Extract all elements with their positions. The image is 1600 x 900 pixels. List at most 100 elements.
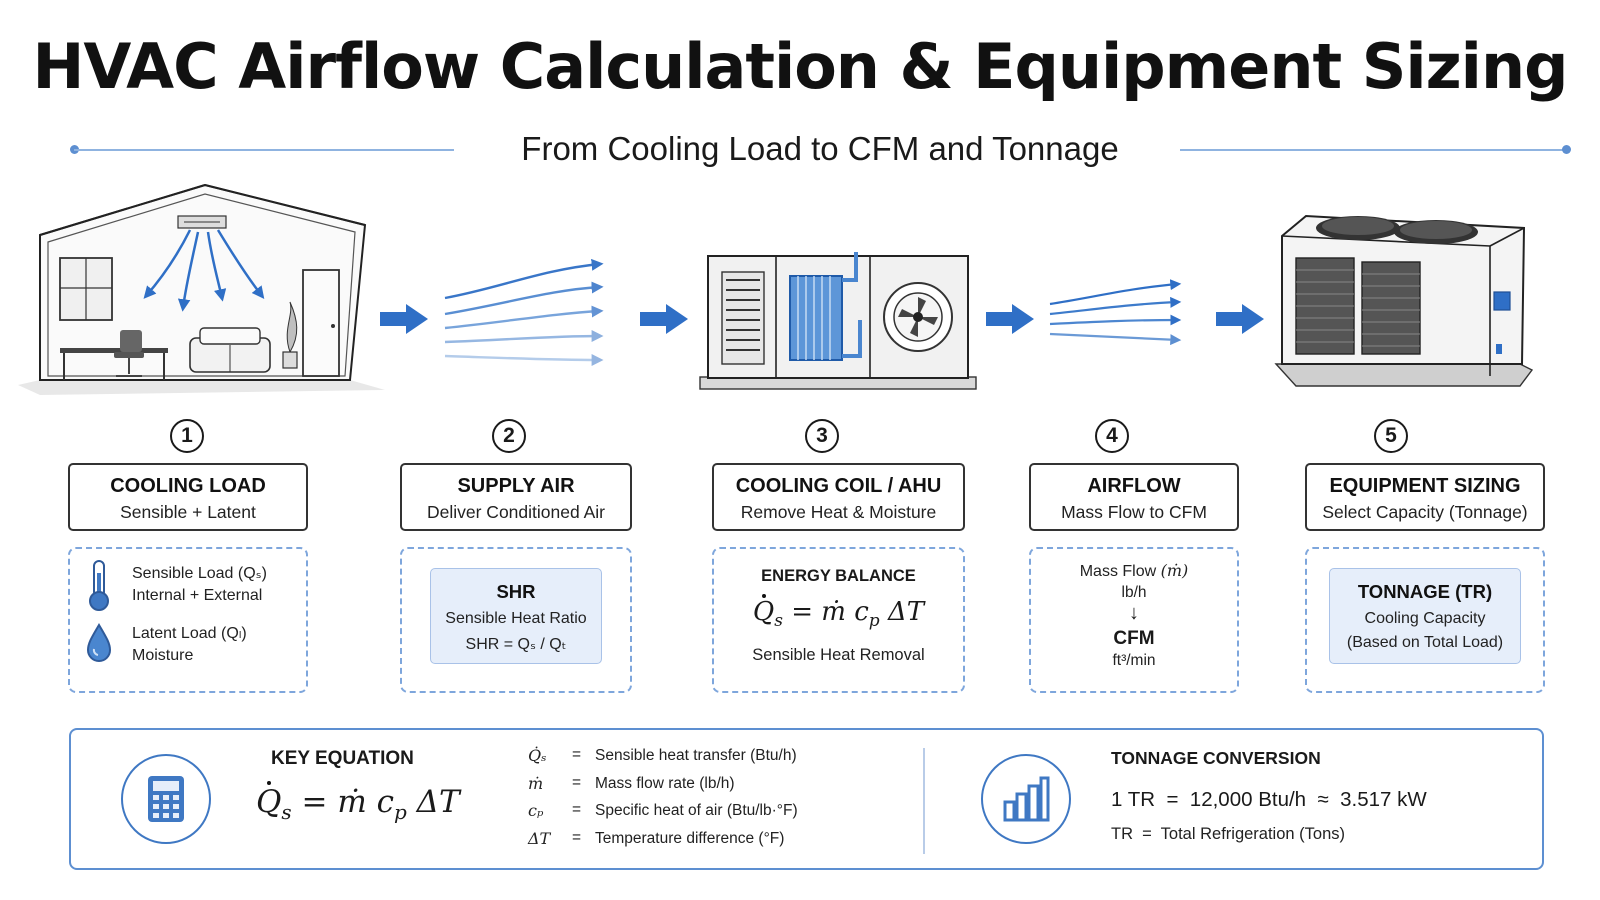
shr-title: SHR: [496, 581, 536, 602]
flow-arrow-3: [986, 304, 1034, 334]
step-header-cooling-load: COOLING LOAD Sensible + Latent: [68, 463, 308, 531]
step-number-2: 2: [492, 419, 526, 453]
shr-line1: Sensible Heat Ratio: [445, 610, 587, 627]
step-header-equipment-sizing: EQUIPMENT SIZING Select Capacity (Tonnag…: [1305, 463, 1545, 531]
flow-arrow-4: [1216, 304, 1264, 334]
subtitle: From Cooling Load to CFM and Tonnage: [521, 130, 1119, 167]
supply-air-streams: [444, 258, 604, 366]
card-cooling-load-details: Sensible Load (Qₛ) Internal + External L…: [68, 547, 308, 693]
definition-row: ṁ = Mass flow rate (lb/h): [528, 772, 908, 800]
key-eq-dt: ΔT: [416, 784, 460, 820]
step-title: EQUIPMENT SIZING: [1329, 475, 1521, 497]
step-subtitle: Remove Heat & Moisture: [740, 502, 937, 522]
energy-balance-caption: Sensible Heat Removal: [752, 646, 925, 664]
definition-symbol: cₚ: [528, 801, 544, 820]
cfm-label: CFM: [1113, 628, 1155, 649]
definition-equals: =: [572, 746, 582, 763]
sensible-load-label: Sensible Load: [132, 565, 234, 582]
step-subtitle: Deliver Conditioned Air: [426, 502, 605, 522]
step-subtitle: Sensible + Latent: [120, 502, 256, 522]
mass-flow-label: Mass Flow: [1079, 563, 1157, 580]
tonnage-conversion-note: TR = Total Refrigeration (Tons): [1111, 825, 1345, 843]
step-header-cooling-coil: COOLING COIL / AHU Remove Heat & Moistur…: [712, 463, 965, 531]
latent-load-label: Latent Load: [132, 625, 217, 642]
condensing-unit-illustration: [1274, 214, 1534, 387]
tonnage-conversion-title: TONNAGE CONVERSION: [1111, 748, 1321, 768]
shr-panel: SHR Sensible Heat Ratio SHR = Qₛ / Qₜ: [430, 568, 602, 664]
definition-row: ΔT = Temperature difference (°F): [528, 827, 908, 855]
panel-divider: [923, 748, 925, 854]
definition-equals: =: [572, 801, 582, 818]
definition-row: Q̇ₛ = Sensible heat transfer (Btu/h): [528, 744, 908, 772]
step-number-4: 4: [1095, 419, 1129, 453]
subtitle-row: From Cooling Load to CFM and Tonnage: [70, 128, 1571, 172]
key-eq-rest: = ṁ c: [301, 784, 394, 820]
eq-p-sub: p: [868, 611, 880, 632]
subtitle-line-right: [1180, 149, 1570, 151]
flow-arrow-1: [380, 304, 428, 334]
definition-symbol: ΔT: [528, 828, 551, 848]
step-subtitle: Select Capacity (Tonnage): [1322, 502, 1528, 522]
thermometer-icon: [89, 560, 109, 611]
key-equation-formula: Qs = ṁ cp ΔT: [256, 781, 460, 825]
step-header-airflow: AIRFLOW Mass Flow to CFM: [1029, 463, 1239, 531]
sensible-load-desc: Internal + External: [132, 587, 263, 604]
key-eq-q-sub: s: [281, 800, 292, 825]
airflow-streams: [1049, 279, 1182, 346]
definition-text: Sensible heat transfer (Btu/h): [595, 747, 797, 764]
latent-load-line: Latent Load (Qₗ): [132, 623, 247, 643]
definition-symbol: ṁ: [528, 773, 544, 793]
mass-flow-symbol: (ṁ): [1160, 561, 1189, 580]
eq-q-sub: s: [774, 611, 783, 632]
flow-arrow-2: [640, 304, 688, 334]
energy-balance-title: ENERGY BALANCE: [761, 567, 916, 585]
eq-rest: = ṁ c: [791, 597, 869, 627]
definition-equals: =: [572, 773, 582, 791]
down-arrow-icon: ↓: [1129, 602, 1139, 624]
definition-row: cₚ = Specific heat of air (Btu/lb·°F): [528, 799, 908, 827]
step-title: AIRFLOW: [1087, 475, 1181, 497]
bar-chart-icon: [1003, 776, 1050, 822]
shr-formula: SHR = Qₛ / Qₜ: [465, 636, 567, 653]
sensible-load-symbol: (Qₛ): [237, 565, 267, 582]
step-header-supply-air: SUPPLY AIR Deliver Conditioned Air: [400, 463, 632, 531]
sensible-load-line: Sensible Load (Qₛ): [132, 563, 267, 583]
ahu-illustration: [699, 252, 977, 390]
step-number-3: 3: [805, 419, 839, 453]
tonnage-line2: (Based on Total Load): [1346, 634, 1504, 651]
variable-definitions: Q̇ₛ = Sensible heat transfer (Btu/h) ṁ =…: [528, 744, 908, 854]
card-airflow-conversion: Mass Flow (ṁ) lb/h ↓ CFM ft³/min: [1029, 547, 1239, 693]
page-title: HVAC Airflow Calculation & Equipment Siz…: [32, 30, 1569, 103]
subtitle-dot-right: [1562, 145, 1571, 154]
water-drop-icon: [86, 623, 112, 662]
eq-q: Q: [752, 594, 775, 627]
key-eq-q: Q: [256, 781, 282, 820]
process-illustrations: [18, 183, 1534, 395]
bottom-summary-panel: KEY EQUATION Qs = ṁ cp ΔT Q̇ₛ = Sensible…: [69, 728, 1544, 870]
eq-dt: ΔT: [887, 597, 925, 627]
step-title: SUPPLY AIR: [457, 475, 575, 497]
definition-symbol: Q̇ₛ: [528, 746, 547, 765]
definition-text: Temperature difference (°F): [595, 829, 785, 847]
key-equation-title: KEY EQUATION: [271, 748, 414, 769]
latent-load-desc: Moisture: [132, 647, 194, 664]
definition-text: Mass flow rate (lb/h): [595, 774, 735, 792]
tonnage-title: TONNAGE (TR): [1357, 581, 1493, 602]
step-title: COOLING COIL / AHU: [735, 475, 942, 497]
card-tonnage: TONNAGE (TR) Cooling Capacity (Based on …: [1305, 547, 1545, 693]
tonnage-panel: TONNAGE (TR) Cooling Capacity (Based on …: [1329, 568, 1521, 664]
definition-text: Specific heat of air (Btu/lb·°F): [595, 802, 798, 819]
step-number-1: 1: [170, 419, 204, 453]
bar-chart-icon-circle: [981, 754, 1071, 844]
definition-equals: =: [572, 828, 582, 846]
step-number-5: 5: [1374, 419, 1408, 453]
tonnage-line1: Cooling Capacity: [1364, 610, 1486, 627]
room-illustration: [18, 183, 385, 395]
key-eq-p-sub: p: [394, 800, 407, 825]
calculator-icon-circle: [121, 754, 211, 844]
card-shr: SHR Sensible Heat Ratio SHR = Qₛ / Qₜ: [400, 547, 632, 693]
mass-flow-unit: lb/h: [1121, 584, 1147, 601]
latent-load-symbol: (Qₗ): [220, 625, 247, 642]
tonnage-conversion-formula: 1 TR = 12,000 Btu/h ≈ 3.517 kW: [1111, 788, 1427, 811]
mass-flow-line: Mass Flow (ṁ): [1031, 561, 1237, 581]
